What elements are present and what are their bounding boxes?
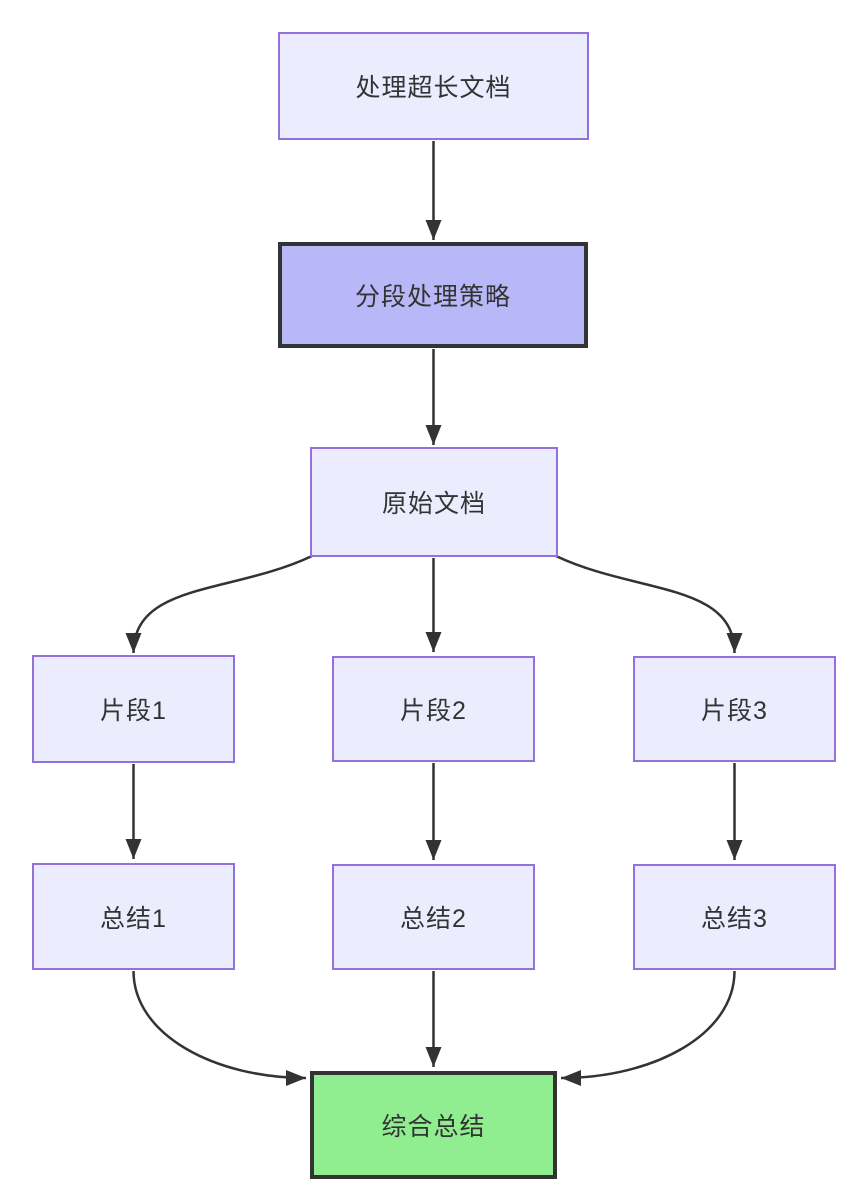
node-process-long-document: 处理超长文档	[278, 32, 589, 140]
node-label: 片段1	[100, 697, 167, 725]
node-summary-2: 总结2	[332, 864, 535, 970]
node-label: 处理超长文档	[355, 74, 512, 102]
node-segmentation-strategy: 分段处理策略	[278, 242, 588, 348]
edge-original-to-fragment3	[555, 554, 743, 654]
node-fragment-2: 片段2	[332, 656, 535, 762]
node-fragment-3: 片段3	[633, 656, 836, 762]
node-label: 总结2	[400, 905, 467, 933]
node-label: 总结1	[100, 904, 167, 933]
node-summary-3: 总结3	[633, 864, 836, 970]
node-label: 分段处理策略	[354, 283, 511, 311]
edge-original-to-fragment1	[125, 554, 313, 654]
edge-summary1-to-final	[132, 970, 307, 1086]
node-label: 片段3	[701, 697, 768, 725]
node-fragment-1: 片段1	[32, 655, 235, 763]
node-label: 原始文档	[381, 490, 486, 518]
node-original-document: 原始文档	[310, 447, 558, 557]
node-final-summary: 综合总结	[310, 1071, 557, 1179]
node-label: 片段2	[400, 697, 467, 725]
node-label: 综合总结	[381, 1113, 486, 1141]
node-summary-1: 总结1	[32, 863, 235, 970]
edge-summary3-to-final	[560, 970, 736, 1086]
node-label: 总结3	[701, 905, 768, 933]
